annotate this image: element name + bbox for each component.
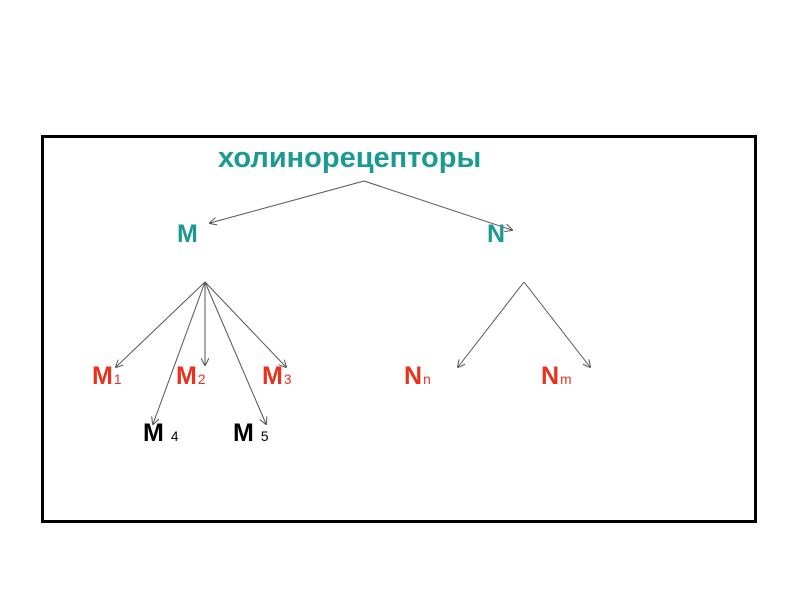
arrow-m-to-m5: [204, 281, 266, 424]
diagram-title: холинорецепторы: [218, 142, 482, 174]
node-nn-subscript: n: [423, 372, 431, 387]
node-m5-label: M: [233, 419, 254, 447]
arrow-root-to-n: [363, 180, 512, 230]
node-m1-subscript: 1: [113, 372, 122, 387]
node-m5-subscript: 5: [260, 429, 269, 444]
node-nn: Nn: [404, 364, 431, 389]
node-m2: M2: [176, 364, 205, 389]
node-m1-label: M: [92, 362, 113, 390]
node-n-label: N: [487, 220, 506, 248]
diagram-frame: [41, 135, 757, 523]
node-nm: Nm: [541, 364, 572, 389]
arrow-n-to-nn: [458, 281, 525, 367]
node-m4-subscript: 4: [170, 429, 179, 444]
arrow-root-to-m: [210, 180, 365, 223]
node-n: N: [487, 222, 505, 247]
node-m: M: [177, 222, 198, 247]
arrow-m-to-m4: [153, 281, 206, 424]
node-m3: M3: [262, 364, 291, 389]
arrow-m-to-m3: [204, 281, 286, 367]
node-m2-subscript: 2: [197, 372, 206, 387]
node-m4-label: M: [143, 419, 164, 447]
arrow-n-to-nm: [523, 281, 590, 367]
node-nm-subscript: m: [560, 372, 572, 387]
node-nn-label: N: [404, 362, 423, 390]
node-m3-label: M: [262, 362, 283, 390]
arrow-m-to-m1: [116, 281, 206, 367]
node-m3-subscript: 3: [283, 372, 292, 387]
node-m1: M1: [92, 364, 121, 389]
node-m2-label: M: [176, 362, 197, 390]
node-nm-label: N: [541, 362, 560, 390]
node-m-label: M: [177, 220, 198, 248]
